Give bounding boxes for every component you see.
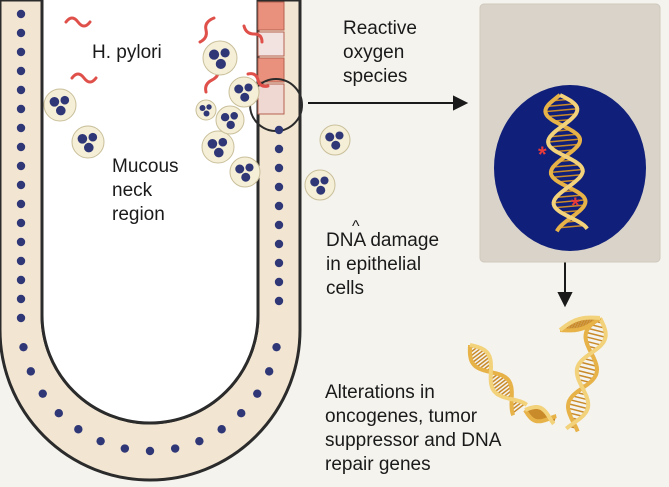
h-pylori-bacteria (64, 16, 270, 94)
dna-helix-icon (543, 93, 589, 233)
nucleus-dot (237, 409, 246, 418)
mucous-line-1: Mucous (112, 156, 179, 177)
nucleus-dot (16, 313, 26, 323)
neutrophil-cell-icon (201, 130, 235, 164)
nucleus-dot (195, 436, 204, 446)
nucleus-dot (274, 220, 284, 230)
nucleus-dot (274, 296, 284, 306)
nucleus-dot (16, 104, 26, 114)
dna-line-3: cells (326, 278, 365, 299)
svg-text:*: * (571, 193, 580, 218)
alt-line-2: oncogenes, tumor (325, 406, 478, 427)
ros-label: Reactive oxygen species (343, 17, 417, 89)
nucleus-dot (16, 142, 26, 152)
neutrophil-cell-icon (195, 99, 217, 121)
ros-line-2: oxygen (343, 42, 405, 63)
nucleus-dot (253, 389, 262, 398)
nucleus-dot (264, 367, 274, 376)
nucleus-dot (16, 123, 26, 133)
nucleus-dot (19, 342, 28, 352)
nucleus-dot (96, 436, 105, 446)
nucleus-dot (16, 85, 26, 95)
nucleus-dot (16, 218, 26, 228)
nucleus-dot (145, 446, 155, 456)
nucleus-dot (16, 47, 26, 57)
alt-line-3: suppressor and DNA (325, 430, 502, 451)
nucleus-dot (16, 66, 26, 76)
nucleus-dot (38, 389, 47, 398)
alt-line-4: repair genes (325, 454, 431, 475)
nucleus-dot (16, 294, 26, 304)
neutrophil-cell-icon (43, 88, 77, 122)
damaged-epithelium (257, 1, 285, 115)
bacterium-squiggle-icon (246, 72, 270, 88)
nucleus-dot (16, 256, 26, 266)
neutrophil-cell-icon (228, 76, 260, 108)
h-pylori-label: H. pylori (92, 41, 162, 65)
nucleus-dot (274, 239, 284, 249)
bacterium-squiggle-icon (70, 72, 98, 84)
nucleus-dot (16, 199, 26, 209)
nucleus-dot (274, 163, 284, 173)
nucleus-dot (16, 237, 26, 247)
nucleus-dot (16, 180, 26, 190)
arrow-to-nucleus-head (453, 95, 469, 111)
nucleus-dot (120, 444, 130, 453)
nucleus-dot (274, 258, 284, 268)
asterisk-damage-icon: * * (538, 142, 580, 218)
svg-text:*: * (538, 142, 547, 167)
fragmented-dna-icon (467, 315, 608, 433)
dna-line-2: in epithelial (326, 254, 422, 275)
arrows (308, 95, 573, 308)
caret-mark: ^ (352, 218, 360, 235)
mucous-line-2: neck (112, 180, 153, 201)
neutrophil-cell-icon (319, 124, 351, 156)
dna-damage-label: DNA damage in epithelial cells (326, 229, 439, 301)
nucleus-dot (16, 28, 26, 38)
nucleus-dot (16, 9, 26, 19)
arrow-to-alterations-head (557, 292, 573, 308)
alterations-label: Alterations in oncogenes, tumor suppress… (325, 381, 501, 477)
nucleus-dot (274, 144, 284, 154)
nucleus-dot (217, 425, 226, 434)
h-pylori-text: H. pylori (92, 42, 162, 63)
neutrophil-cell-icon (215, 105, 245, 135)
nucleus-dot (54, 409, 63, 418)
nucleus-dot (16, 275, 26, 285)
neutrophil-cell-icon (202, 40, 238, 76)
inflammatory-cells (43, 40, 351, 201)
nucleus-dot (274, 182, 284, 192)
nucleus-dot (170, 444, 180, 453)
nucleus-dot (274, 201, 284, 211)
nucleus-dot (26, 367, 36, 376)
nucleus-dot (274, 277, 284, 287)
bacterium-squiggle-icon (64, 16, 92, 28)
neutrophil-cell-icon (229, 156, 261, 188)
epithelial-nuclei (16, 9, 284, 456)
nucleus-dot (274, 125, 284, 135)
alt-line-1: Alterations in (325, 382, 435, 403)
mucous-neck-label: Mucous neck region (112, 155, 179, 227)
neutrophil-cell-icon (71, 125, 105, 159)
nucleus-panel: * * (479, 3, 661, 263)
nucleus-dot (272, 342, 281, 352)
nucleus-dot (16, 161, 26, 171)
neutrophil-cell-icon (304, 169, 336, 201)
bacterium-squiggle-icon (242, 24, 264, 44)
bacterium-squiggle-icon (198, 16, 216, 44)
ros-line-1: Reactive (343, 18, 417, 39)
gastric-gland (0, 0, 303, 482)
mucous-line-3: region (112, 204, 165, 225)
nucleus-dot (74, 425, 83, 434)
dna-line-1: DNA damage (326, 230, 440, 251)
ros-line-3: species (343, 66, 408, 87)
nucleus-ellipse (494, 85, 646, 251)
